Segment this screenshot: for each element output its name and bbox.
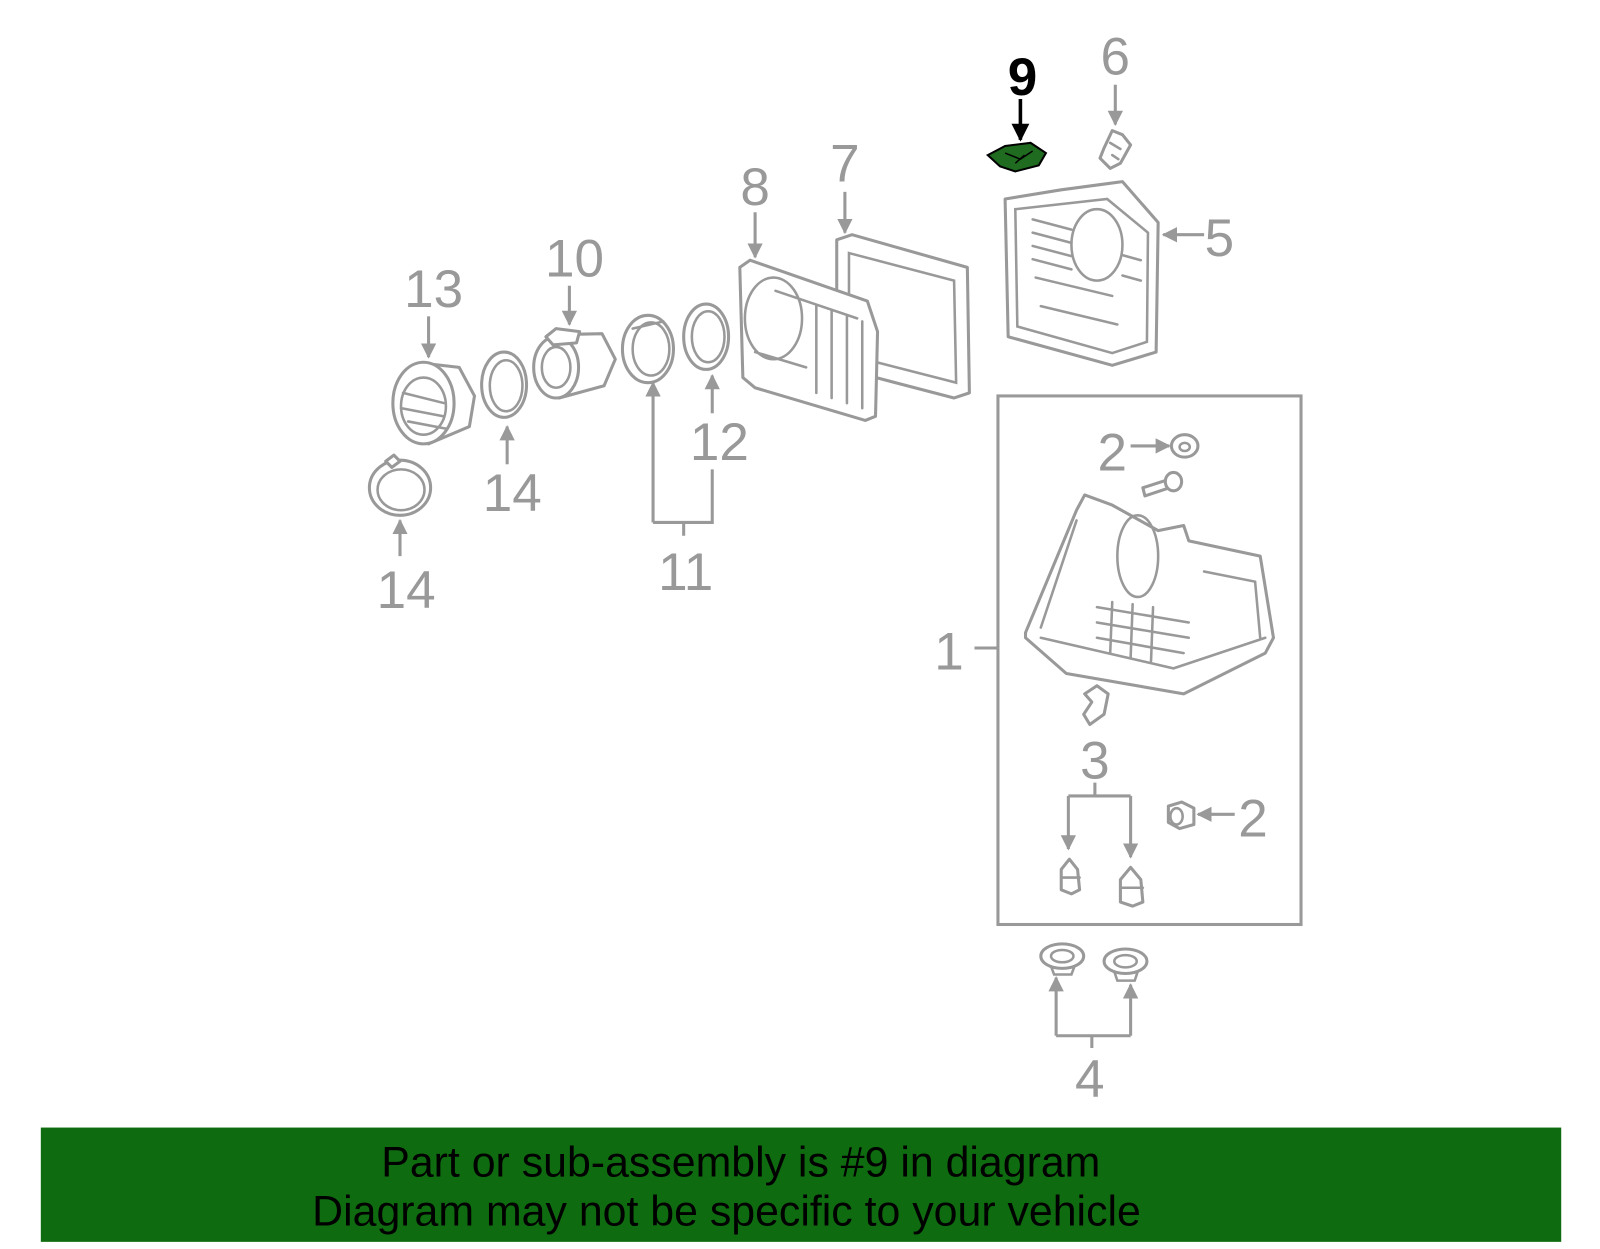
- bolt: [1141, 470, 1184, 498]
- part-8-outlet-panel: [738, 258, 880, 422]
- part-14-clamp-lower: [367, 453, 433, 517]
- banner-line-1: Part or sub-assembly is #9 in diagram: [381, 1139, 1100, 1187]
- callout-10: 10: [545, 230, 604, 289]
- callout-12: 12: [690, 413, 749, 472]
- callout-4: 4: [1075, 1050, 1105, 1109]
- part-11-clamp: [620, 313, 675, 385]
- callout-9: 9: [1008, 48, 1038, 107]
- leader-bracket-4: [1048, 976, 1139, 1048]
- callout-6: 6: [1101, 27, 1131, 86]
- callout-14-lower: 14: [377, 561, 436, 620]
- callout-8: 8: [740, 158, 770, 217]
- part-12-seal: [682, 302, 731, 371]
- part-1-assembly-box: [996, 394, 1303, 927]
- part-2-grommet-upper: [1169, 433, 1200, 459]
- part-3-pin-right: [1118, 865, 1145, 908]
- banner-line-2: Diagram may not be specific to your vehi…: [312, 1188, 1141, 1236]
- part-1-air-cleaner-housing: [1023, 493, 1276, 696]
- callout-2-upper: 2: [1097, 423, 1127, 482]
- leader-bracket-3: [1060, 782, 1139, 859]
- part-4-mount-right: [1102, 947, 1149, 982]
- part-10-mass-airflow-sensor: [532, 327, 617, 400]
- part-2-grommet-lower: [1166, 800, 1196, 831]
- callout-2-lower: 2: [1238, 790, 1268, 849]
- part-9-highlighted: [985, 141, 1048, 173]
- info-banner: Part or sub-assembly is #9 in diagram Di…: [40, 1127, 1562, 1242]
- callout-13: 13: [404, 260, 463, 319]
- part-4-mount-left: [1039, 942, 1086, 976]
- part-5-air-cleaner-cover: [1003, 180, 1160, 367]
- callout-5: 5: [1205, 209, 1235, 268]
- callout-11: 11: [658, 543, 713, 602]
- callout-1: 1: [934, 622, 964, 681]
- part-6-clip: [1098, 129, 1133, 170]
- callout-14-upper: 14: [483, 464, 542, 523]
- callout-3: 3: [1080, 732, 1110, 791]
- callout-7: 7: [830, 135, 860, 194]
- part-14-clamp-upper: [480, 350, 529, 419]
- part-13-intake-duct: [391, 360, 477, 446]
- leader-bracket-11: [645, 381, 714, 536]
- bracket-piece: [1082, 684, 1110, 727]
- part-3-pin-left: [1059, 857, 1082, 896]
